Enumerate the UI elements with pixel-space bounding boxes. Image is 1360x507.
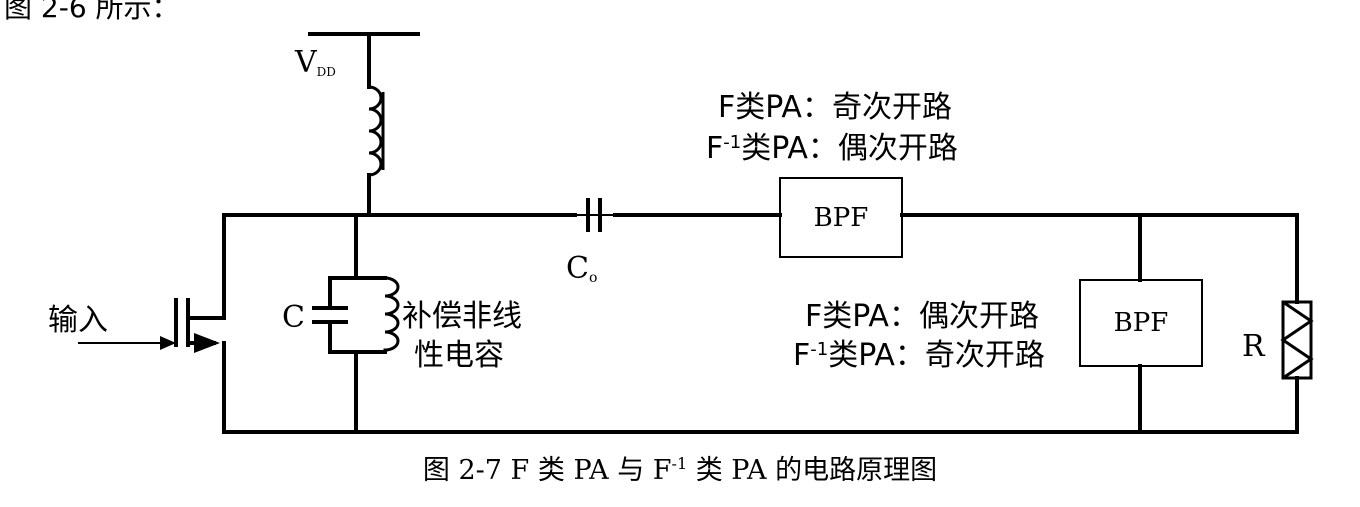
co-label: Co [566,251,597,286]
top-cropped-text: 图 2-6 所示： [4,0,180,24]
bpf-top-label: BPF [814,203,869,233]
cap-c-label: C [282,300,305,335]
comp-label-line1: 补偿非线 [402,299,522,334]
resistor-label: R [1242,329,1266,364]
input-arrow [160,336,176,350]
top-annotation-line2: F-1类PA：偶次开路 [706,131,958,166]
top-annotation-line1: F类PA：奇次开路 [718,90,952,125]
figure-caption: 图 2-7 F 类 PA 与 F-1 类 PA 的电路原理图 [422,454,938,486]
choke-inductor [368,85,383,177]
input-label: 输入 [48,303,108,338]
bpf-top-box [779,177,903,258]
transistor-arrow [194,333,220,353]
resistor-zigzag [1280,300,1314,380]
mid-annotation-line1: F类PA：偶次开路 [805,299,1039,334]
mid-annotation-line2: F-1类PA：奇次开路 [793,338,1045,373]
comp-label-line2: 性电容 [414,338,504,373]
vdd-label: VDD [294,45,336,80]
bpf-right-label: BPF [1114,308,1169,338]
comp-inductor [383,276,400,352]
resistor-body [1281,300,1313,380]
